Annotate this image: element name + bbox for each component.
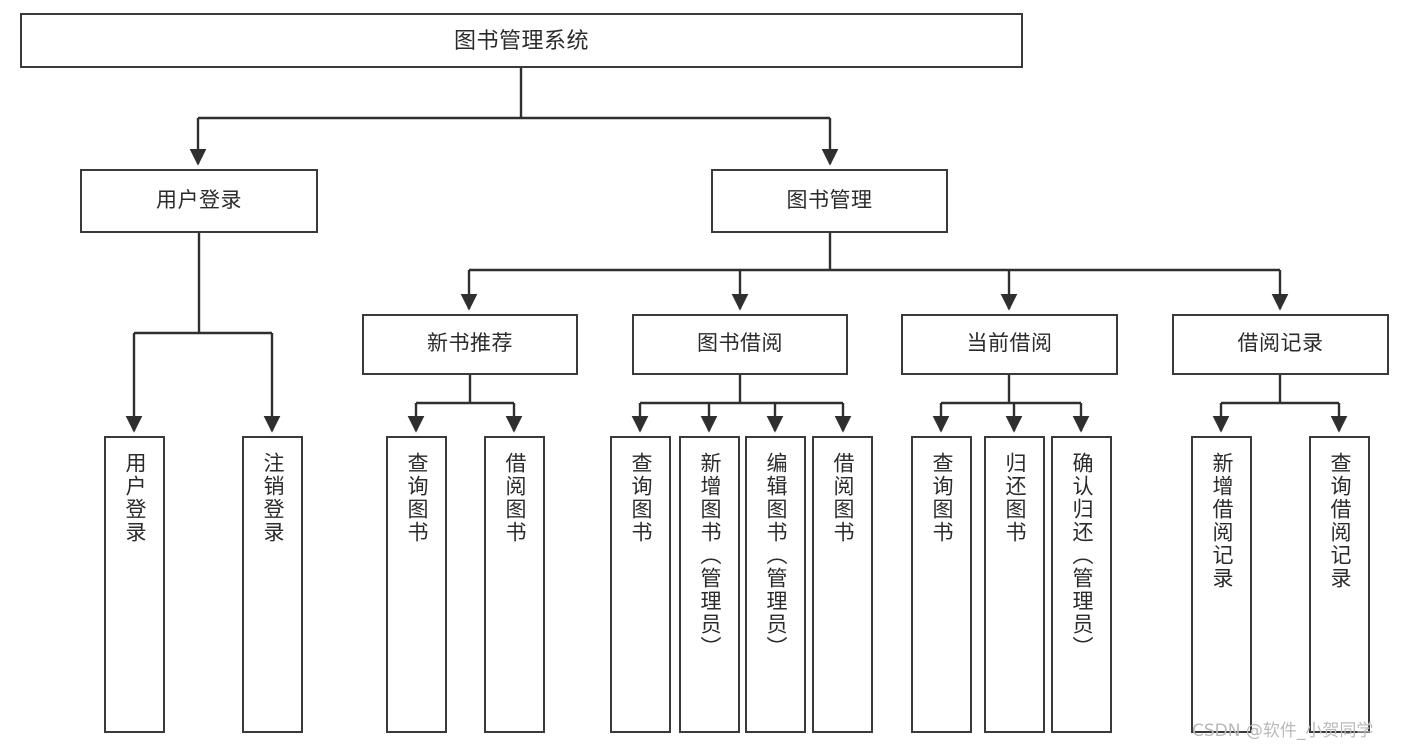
- node-leaf-query-book-3-label: 查询图书: [930, 452, 953, 544]
- node-root-label: 图书管理系统: [453, 27, 589, 53]
- node-leaf-return-book-label: 归还图书: [1003, 452, 1026, 544]
- watermark: CSDN @软件_小贺同学: [1192, 721, 1374, 741]
- node-current-borrow[interactable]: 当前借阅: [901, 314, 1118, 375]
- node-book-manage-label: 图书管理: [786, 188, 873, 212]
- node-leaf-borrow-book-1-label: 借阅图书: [503, 452, 526, 544]
- node-leaf-query-book-1[interactable]: 查询图书: [386, 436, 447, 733]
- node-leaf-return-book[interactable]: 归还图书: [984, 436, 1045, 733]
- node-current-borrow-label: 当前借阅: [966, 332, 1053, 356]
- node-leaf-logout-label: 注销登录: [261, 452, 284, 544]
- node-borrow-record[interactable]: 借阅记录: [1172, 314, 1389, 375]
- node-leaf-query-book-2-label: 查询图书: [629, 452, 652, 544]
- node-leaf-add-book[interactable]: 新增图书（管理员）: [679, 436, 740, 733]
- node-leaf-confirm-return[interactable]: 确认归还（管理员）: [1051, 436, 1112, 733]
- node-leaf-query-book-1-label: 查询图书: [405, 452, 428, 544]
- node-leaf-query-book-3[interactable]: 查询图书: [911, 436, 972, 733]
- node-leaf-add-record-label: 新增借阅记录: [1210, 452, 1233, 590]
- node-user-login[interactable]: 用户登录: [80, 169, 318, 233]
- node-book-manage[interactable]: 图书管理: [711, 169, 948, 233]
- node-leaf-confirm-return-label: 确认归还（管理员）: [1070, 452, 1093, 659]
- node-leaf-borrow-book-2[interactable]: 借阅图书: [812, 436, 873, 733]
- node-new-book-rec-label: 新书推荐: [427, 332, 513, 356]
- node-root[interactable]: 图书管理系统: [20, 13, 1023, 68]
- node-leaf-query-record-label: 查询借阅记录: [1328, 452, 1351, 590]
- node-borrow-record-label: 借阅记录: [1237, 332, 1324, 356]
- node-leaf-user-login[interactable]: 用户登录: [104, 436, 165, 733]
- node-book-borrow-label: 图书借阅: [697, 332, 783, 356]
- node-leaf-add-record[interactable]: 新增借阅记录: [1191, 436, 1252, 733]
- node-new-book-rec[interactable]: 新书推荐: [362, 314, 578, 375]
- node-leaf-borrow-book-1[interactable]: 借阅图书: [484, 436, 545, 733]
- node-leaf-logout[interactable]: 注销登录: [242, 436, 303, 733]
- node-leaf-edit-book[interactable]: 编辑图书（管理员）: [745, 436, 806, 733]
- node-leaf-add-book-label: 新增图书（管理员）: [698, 452, 721, 659]
- node-leaf-borrow-book-2-label: 借阅图书: [831, 452, 854, 544]
- node-leaf-query-book-2[interactable]: 查询图书: [610, 436, 671, 733]
- node-leaf-edit-book-label: 编辑图书（管理员）: [764, 452, 787, 659]
- node-leaf-user-login-label: 用户登录: [123, 452, 146, 544]
- node-user-login-label: 用户登录: [156, 188, 242, 212]
- node-book-borrow[interactable]: 图书借阅: [632, 314, 848, 375]
- node-leaf-query-record[interactable]: 查询借阅记录: [1309, 436, 1370, 733]
